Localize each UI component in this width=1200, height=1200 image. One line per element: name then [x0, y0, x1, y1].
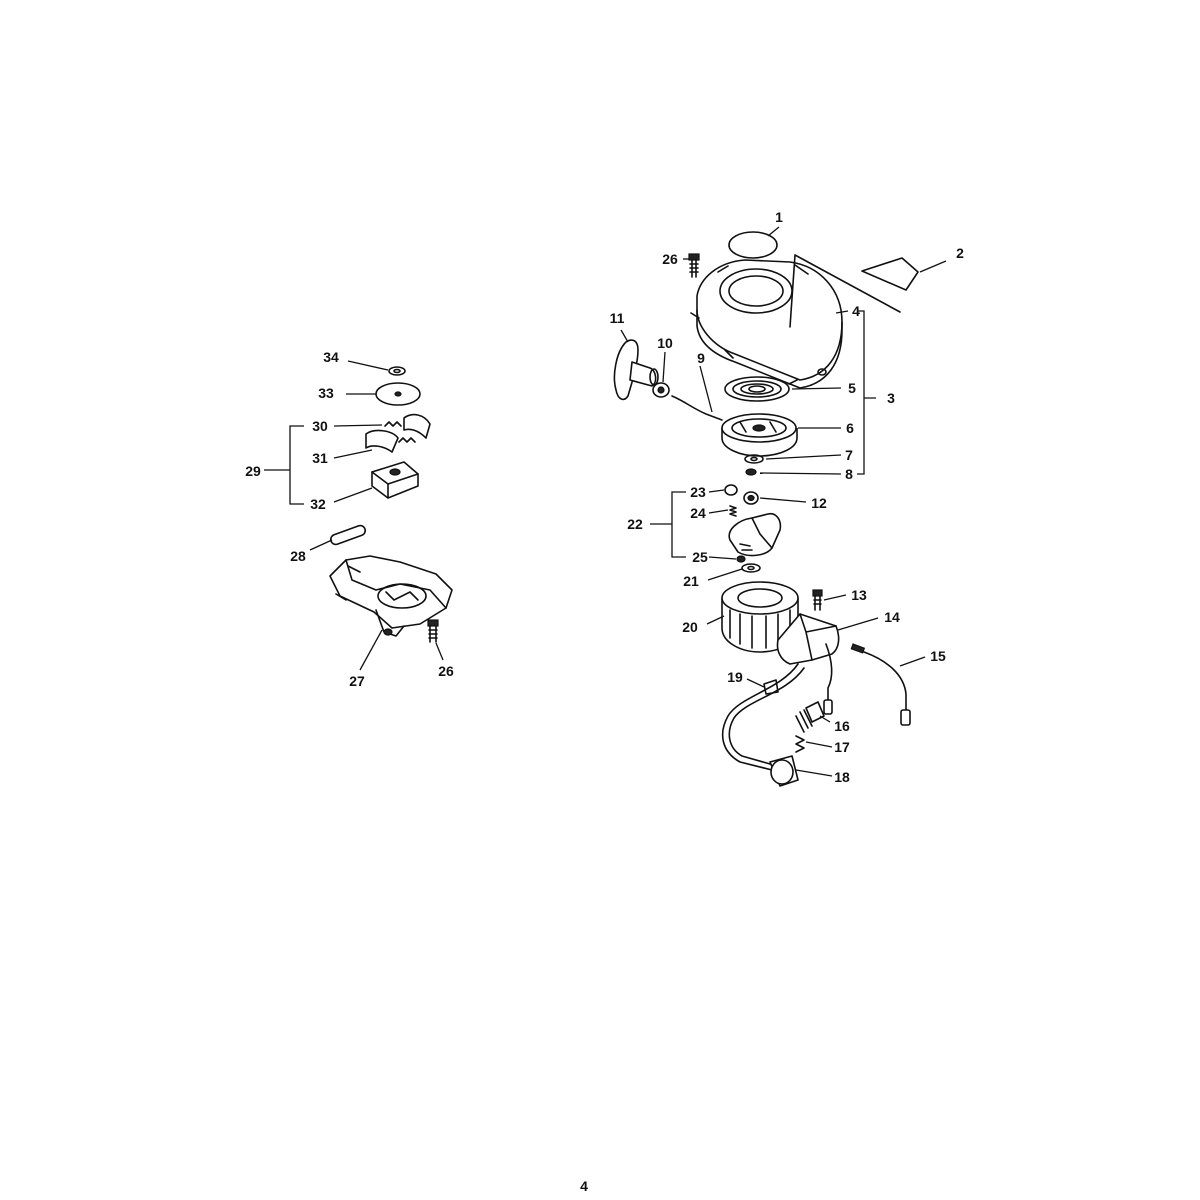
part-1-cap — [728, 231, 778, 259]
leader-lines — [264, 226, 947, 777]
part-31-clutch-shoes — [365, 413, 431, 453]
decal-outline — [789, 254, 901, 328]
part-15-ground-wire — [850, 643, 911, 726]
callout-26-top: 26 — [662, 251, 678, 267]
part-13-screw — [812, 589, 823, 611]
part-9-starter-rope — [671, 395, 723, 421]
part-16-spark-plug — [795, 701, 825, 733]
callout-28: 28 — [290, 548, 306, 564]
callout-32: 32 — [310, 496, 326, 512]
callout-29: 29 — [245, 463, 261, 479]
high-tension-lead — [721, 663, 799, 771]
callout-2: 2 — [956, 245, 964, 261]
part-14-ignition-coil — [776, 613, 840, 715]
callout-26-bottom: 26 — [438, 663, 454, 679]
callout-9: 9 — [697, 350, 705, 366]
part-5-recoil-spring — [724, 376, 798, 402]
part-11-starter-handle — [613, 339, 659, 401]
callout-18: 18 — [834, 769, 850, 785]
part-28-gasket — [329, 524, 367, 546]
part-30-clutch-springs — [384, 421, 416, 443]
callout-30: 30 — [312, 418, 328, 434]
callout-6: 6 — [846, 420, 854, 436]
high-tension-lead-outer — [728, 667, 805, 765]
part-25-washer — [736, 555, 746, 563]
part-8-nut — [745, 468, 757, 476]
part-12-nut — [743, 491, 759, 505]
part-2-decal — [861, 257, 919, 291]
callout-17: 17 — [834, 739, 850, 755]
callout-3: 3 — [887, 390, 895, 406]
part-22-pawl-carrier — [728, 512, 782, 557]
page-number: 4 — [580, 1178, 588, 1194]
part-17-spring — [795, 735, 805, 753]
callout-16: 16 — [834, 718, 850, 734]
callout-24: 24 — [690, 505, 706, 521]
callout-31: 31 — [312, 450, 328, 466]
callout-27: 27 — [349, 673, 365, 689]
callout-33: 33 — [318, 385, 334, 401]
part-7-washer — [744, 454, 764, 464]
callout-20: 20 — [682, 619, 698, 635]
callout-22: 22 — [627, 516, 643, 532]
part-23-pawl — [724, 484, 738, 496]
callout-21: 21 — [683, 573, 699, 589]
callout-11: 11 — [610, 310, 625, 326]
callout-7: 7 — [845, 447, 853, 463]
callout-8: 8 — [845, 466, 853, 482]
part-18-plug-cap — [769, 755, 799, 787]
callout-4: 4 — [852, 303, 860, 319]
part-6-pulley — [721, 413, 798, 457]
part-32-clutch-hub — [371, 461, 419, 499]
callout-34: 34 — [323, 349, 339, 365]
callout-labels: 1 2 26 4 11 10 9 5 3 6 7 8 23 12 24 22 2… — [245, 209, 964, 785]
part-4-fan-housing — [690, 259, 843, 389]
callout-5: 5 — [848, 380, 856, 396]
callout-10: 10 — [657, 335, 673, 351]
part-21-washer — [741, 563, 761, 573]
part-24-spring — [729, 505, 737, 517]
part-34-washer — [388, 366, 406, 376]
callout-25: 25 — [692, 549, 708, 565]
callout-14: 14 — [884, 609, 900, 625]
callout-23: 23 — [690, 484, 706, 500]
callout-13: 13 — [851, 587, 867, 603]
part-33-clutch-plate — [375, 382, 421, 406]
callout-12: 12 — [811, 495, 827, 511]
part-26-screw-top — [688, 253, 700, 278]
callout-15: 15 — [930, 648, 946, 664]
part-27-gear-case — [329, 555, 453, 637]
callout-1: 1 — [775, 209, 783, 225]
callout-19: 19 — [727, 669, 743, 685]
part-10-rope-guide — [652, 382, 670, 398]
part-26-screw-bottom — [427, 619, 439, 643]
